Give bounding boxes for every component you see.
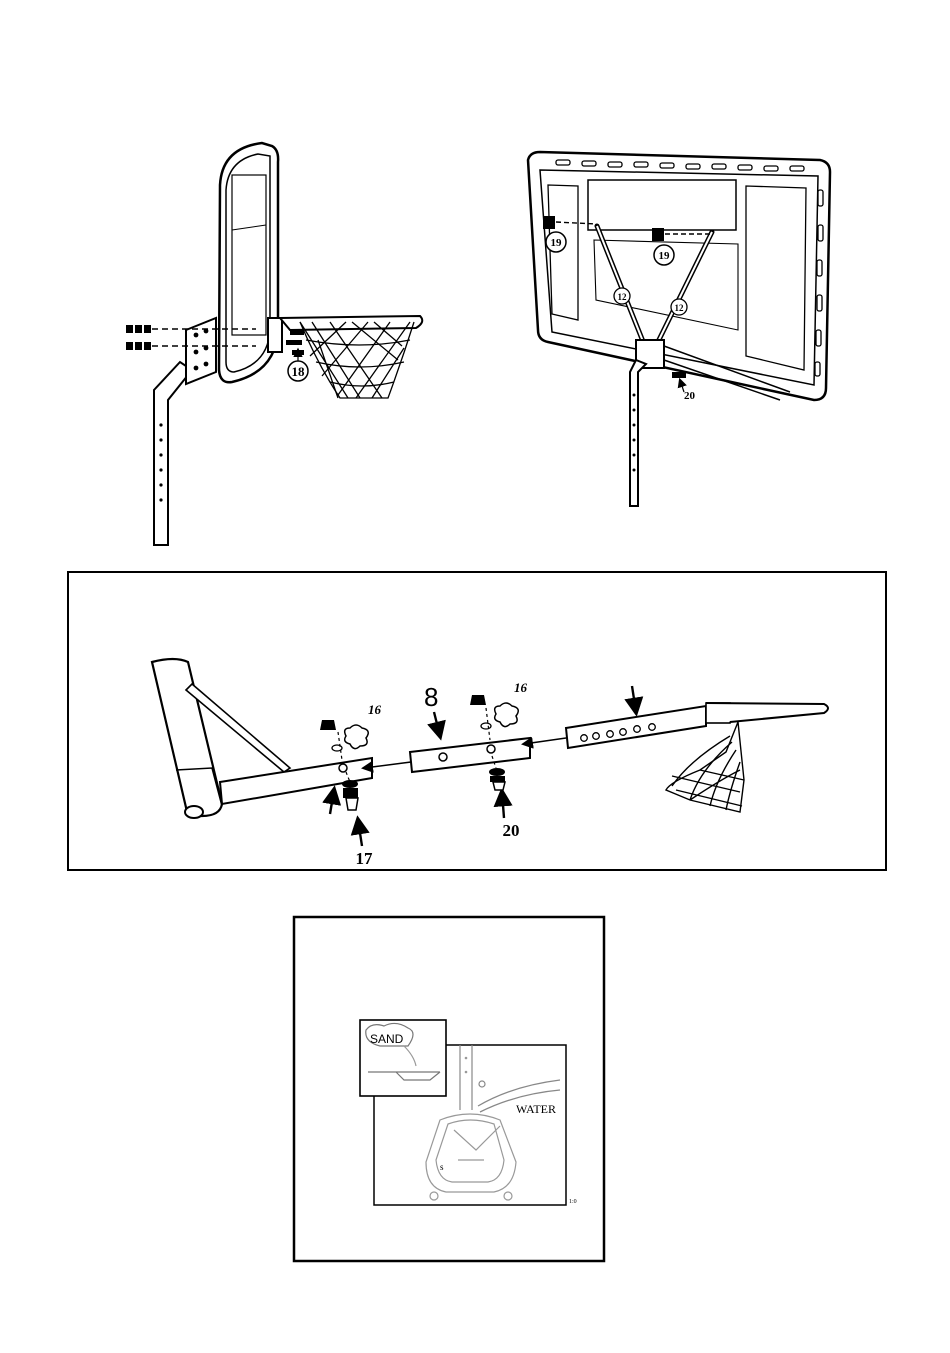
- label-17: 17: [356, 849, 374, 868]
- nut-cap-icon: [320, 720, 342, 760]
- backboard-rear-frame: [528, 152, 830, 400]
- callout-20: 20: [684, 390, 696, 402]
- board-edge: [152, 659, 222, 816]
- label-base: s: [440, 1162, 444, 1172]
- callout-12-right: 12: [675, 303, 685, 313]
- pole: [154, 362, 192, 545]
- label-sand: SAND: [370, 1032, 404, 1046]
- insert-tube: [410, 738, 530, 772]
- callout-12-left: 12: [618, 292, 628, 302]
- bolt-icon: [286, 330, 304, 355]
- net: [300, 322, 414, 398]
- net-side: [666, 722, 744, 812]
- callout-19-left: 19: [551, 237, 563, 249]
- label-20: 20: [503, 821, 520, 840]
- nut-cap-icon-right: [470, 695, 491, 740]
- callout-19-right: 19: [659, 250, 671, 262]
- rim-bracket: [268, 318, 282, 352]
- rear-pole: [630, 360, 646, 506]
- knob-icon: [345, 725, 369, 749]
- knob-icon-right: [495, 703, 519, 727]
- label-16-right: 16: [514, 680, 528, 695]
- label-8: 8: [424, 682, 438, 712]
- figure-side-view: 18: [126, 143, 422, 545]
- mount-plate: [186, 318, 216, 384]
- figure-base-filling: SAND s WATER 1:0: [294, 917, 604, 1261]
- figure-rear-view: 19 19 12 12 20: [528, 152, 830, 506]
- callout-18: 18: [292, 364, 306, 379]
- upper-arm: [566, 706, 706, 748]
- label-16-left: 16: [368, 702, 382, 717]
- bolt-20-icon: [672, 372, 686, 378]
- label-water: WATER: [516, 1102, 556, 1116]
- label-corner: 1:0: [569, 1199, 577, 1205]
- nut-icon: [126, 325, 151, 350]
- figure-arm-assembly: 8 16 16 17 20: [68, 572, 886, 870]
